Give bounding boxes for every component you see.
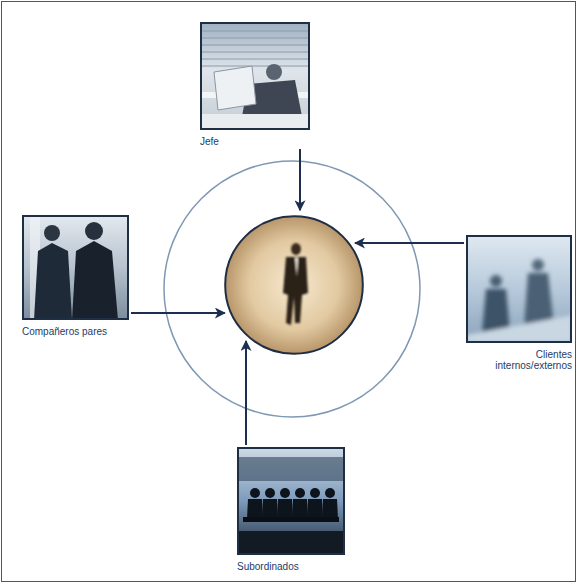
photo-node: Subordinados xyxy=(237,447,345,572)
photo-illustration xyxy=(200,22,310,130)
photo-illustration xyxy=(22,215,129,320)
photo-node: Clientes internos/externos xyxy=(466,235,572,371)
photo-illustration xyxy=(466,235,572,343)
node-caption: Subordinados xyxy=(237,561,345,572)
feedback-arrow xyxy=(355,242,464,244)
feedback-arrow xyxy=(131,312,225,314)
photo-node: Jefe xyxy=(200,22,310,147)
feedback-arrow xyxy=(299,149,301,210)
node-caption: Clientes internos/externos xyxy=(466,349,572,371)
node-caption: Jefe xyxy=(200,136,310,147)
feedback-arrow xyxy=(245,341,247,445)
photo-illustration xyxy=(237,447,345,555)
photo-node: Compañeros pares xyxy=(22,215,129,337)
node-caption: Compañeros pares xyxy=(22,326,129,337)
circle-illustration xyxy=(224,215,364,355)
outer-ring xyxy=(164,161,420,417)
center-circle xyxy=(224,215,364,355)
